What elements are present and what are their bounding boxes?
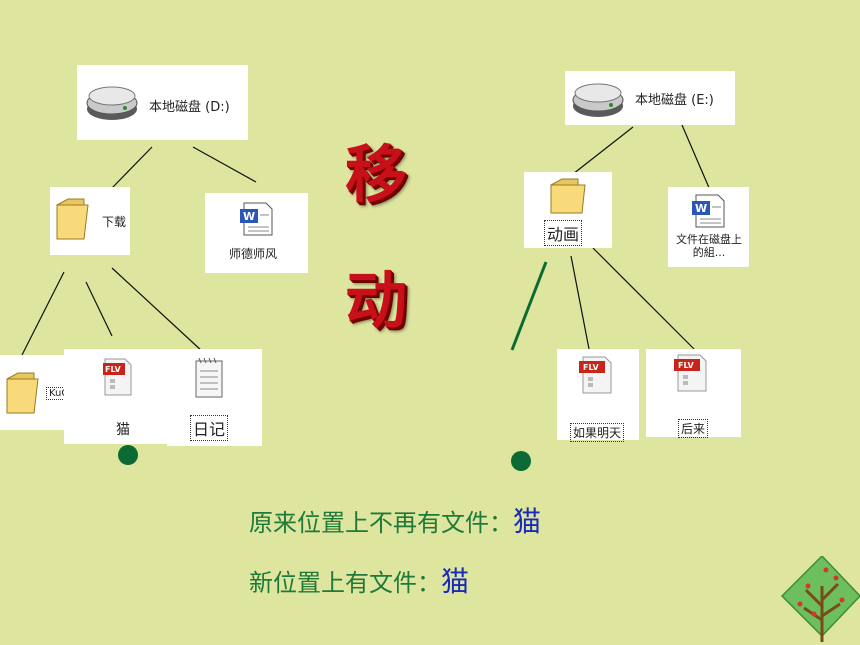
svg-text:FLV: FLV <box>583 363 599 372</box>
doc-onfile-label: 文件在磁盘上的組... <box>676 233 742 259</box>
doc-onfile-node[interactable]: W 文件在磁盘上的組... <box>668 187 749 267</box>
svg-text:W: W <box>243 210 255 223</box>
flv-houlai-node[interactable]: FLV 后来 <box>646 349 741 438</box>
flv-file-icon: FLV <box>579 356 612 394</box>
word-document-icon: W <box>240 202 273 236</box>
flv-file-icon: FLV <box>674 354 707 392</box>
caption-new-location: 新位置上有文件：猫 <box>249 560 469 600</box>
svg-text:FLV: FLV <box>105 365 121 374</box>
svg-text:W: W <box>695 202 707 215</box>
right-marker-dot <box>511 451 531 471</box>
folder-anim-node[interactable]: 动画 <box>524 172 612 248</box>
title-char-2: 动 <box>345 264 408 337</box>
drive-d-label: 本地磁盘 (D:) <box>149 100 230 115</box>
caption-1-highlight: 猫 <box>513 505 542 538</box>
folder-download-node[interactable]: 下载 <box>50 187 130 255</box>
doc-shidefeng-label: 师德师风 <box>229 247 278 261</box>
flv-cat-label: 猫 <box>116 422 130 438</box>
svg-text:FLV: FLV <box>678 361 694 370</box>
txt-diary-label: 日记 <box>190 415 229 441</box>
folder-download-label: 下载 <box>102 215 127 229</box>
drive-d-node[interactable]: 本地磁盘 (D:) <box>77 65 248 140</box>
flv-rugo-label: 如果明天 <box>570 423 625 442</box>
word-document-icon: W <box>692 194 725 228</box>
caption-2-text: 新位置上有文件： <box>249 569 441 597</box>
folder-icon <box>6 372 39 414</box>
flv-cat-node[interactable]: FLV 猫 <box>64 349 167 444</box>
flv-file-icon: FLV <box>103 358 132 396</box>
title-char-1: 移 <box>345 138 408 211</box>
flv-rugo-node[interactable]: FLV 如果明天 <box>557 349 639 442</box>
hard-drive-icon <box>86 86 138 120</box>
folder-icon <box>550 178 586 214</box>
caption-2-highlight: 猫 <box>441 565 470 598</box>
folder-anim-label: 动画 <box>544 220 583 246</box>
left-marker-dot <box>118 445 138 465</box>
flv-houlai-label: 后来 <box>678 419 709 438</box>
doc-shidefeng-node[interactable]: W 师德师风 <box>205 193 308 273</box>
caption-original-location: 原来位置上不再有文件：猫 <box>249 500 541 540</box>
hard-drive-icon <box>572 83 624 117</box>
txt-diary-node[interactable]: 日记 <box>167 349 262 446</box>
text-document-icon <box>195 357 223 398</box>
caption-1-text: 原来位置上不再有文件： <box>249 509 513 537</box>
drive-e-label: 本地磁盘 (E:) <box>635 93 714 108</box>
folder-icon <box>56 198 89 240</box>
decorative-tree-icon <box>780 556 860 642</box>
drive-e-node[interactable]: 本地磁盘 (E:) <box>565 71 735 125</box>
